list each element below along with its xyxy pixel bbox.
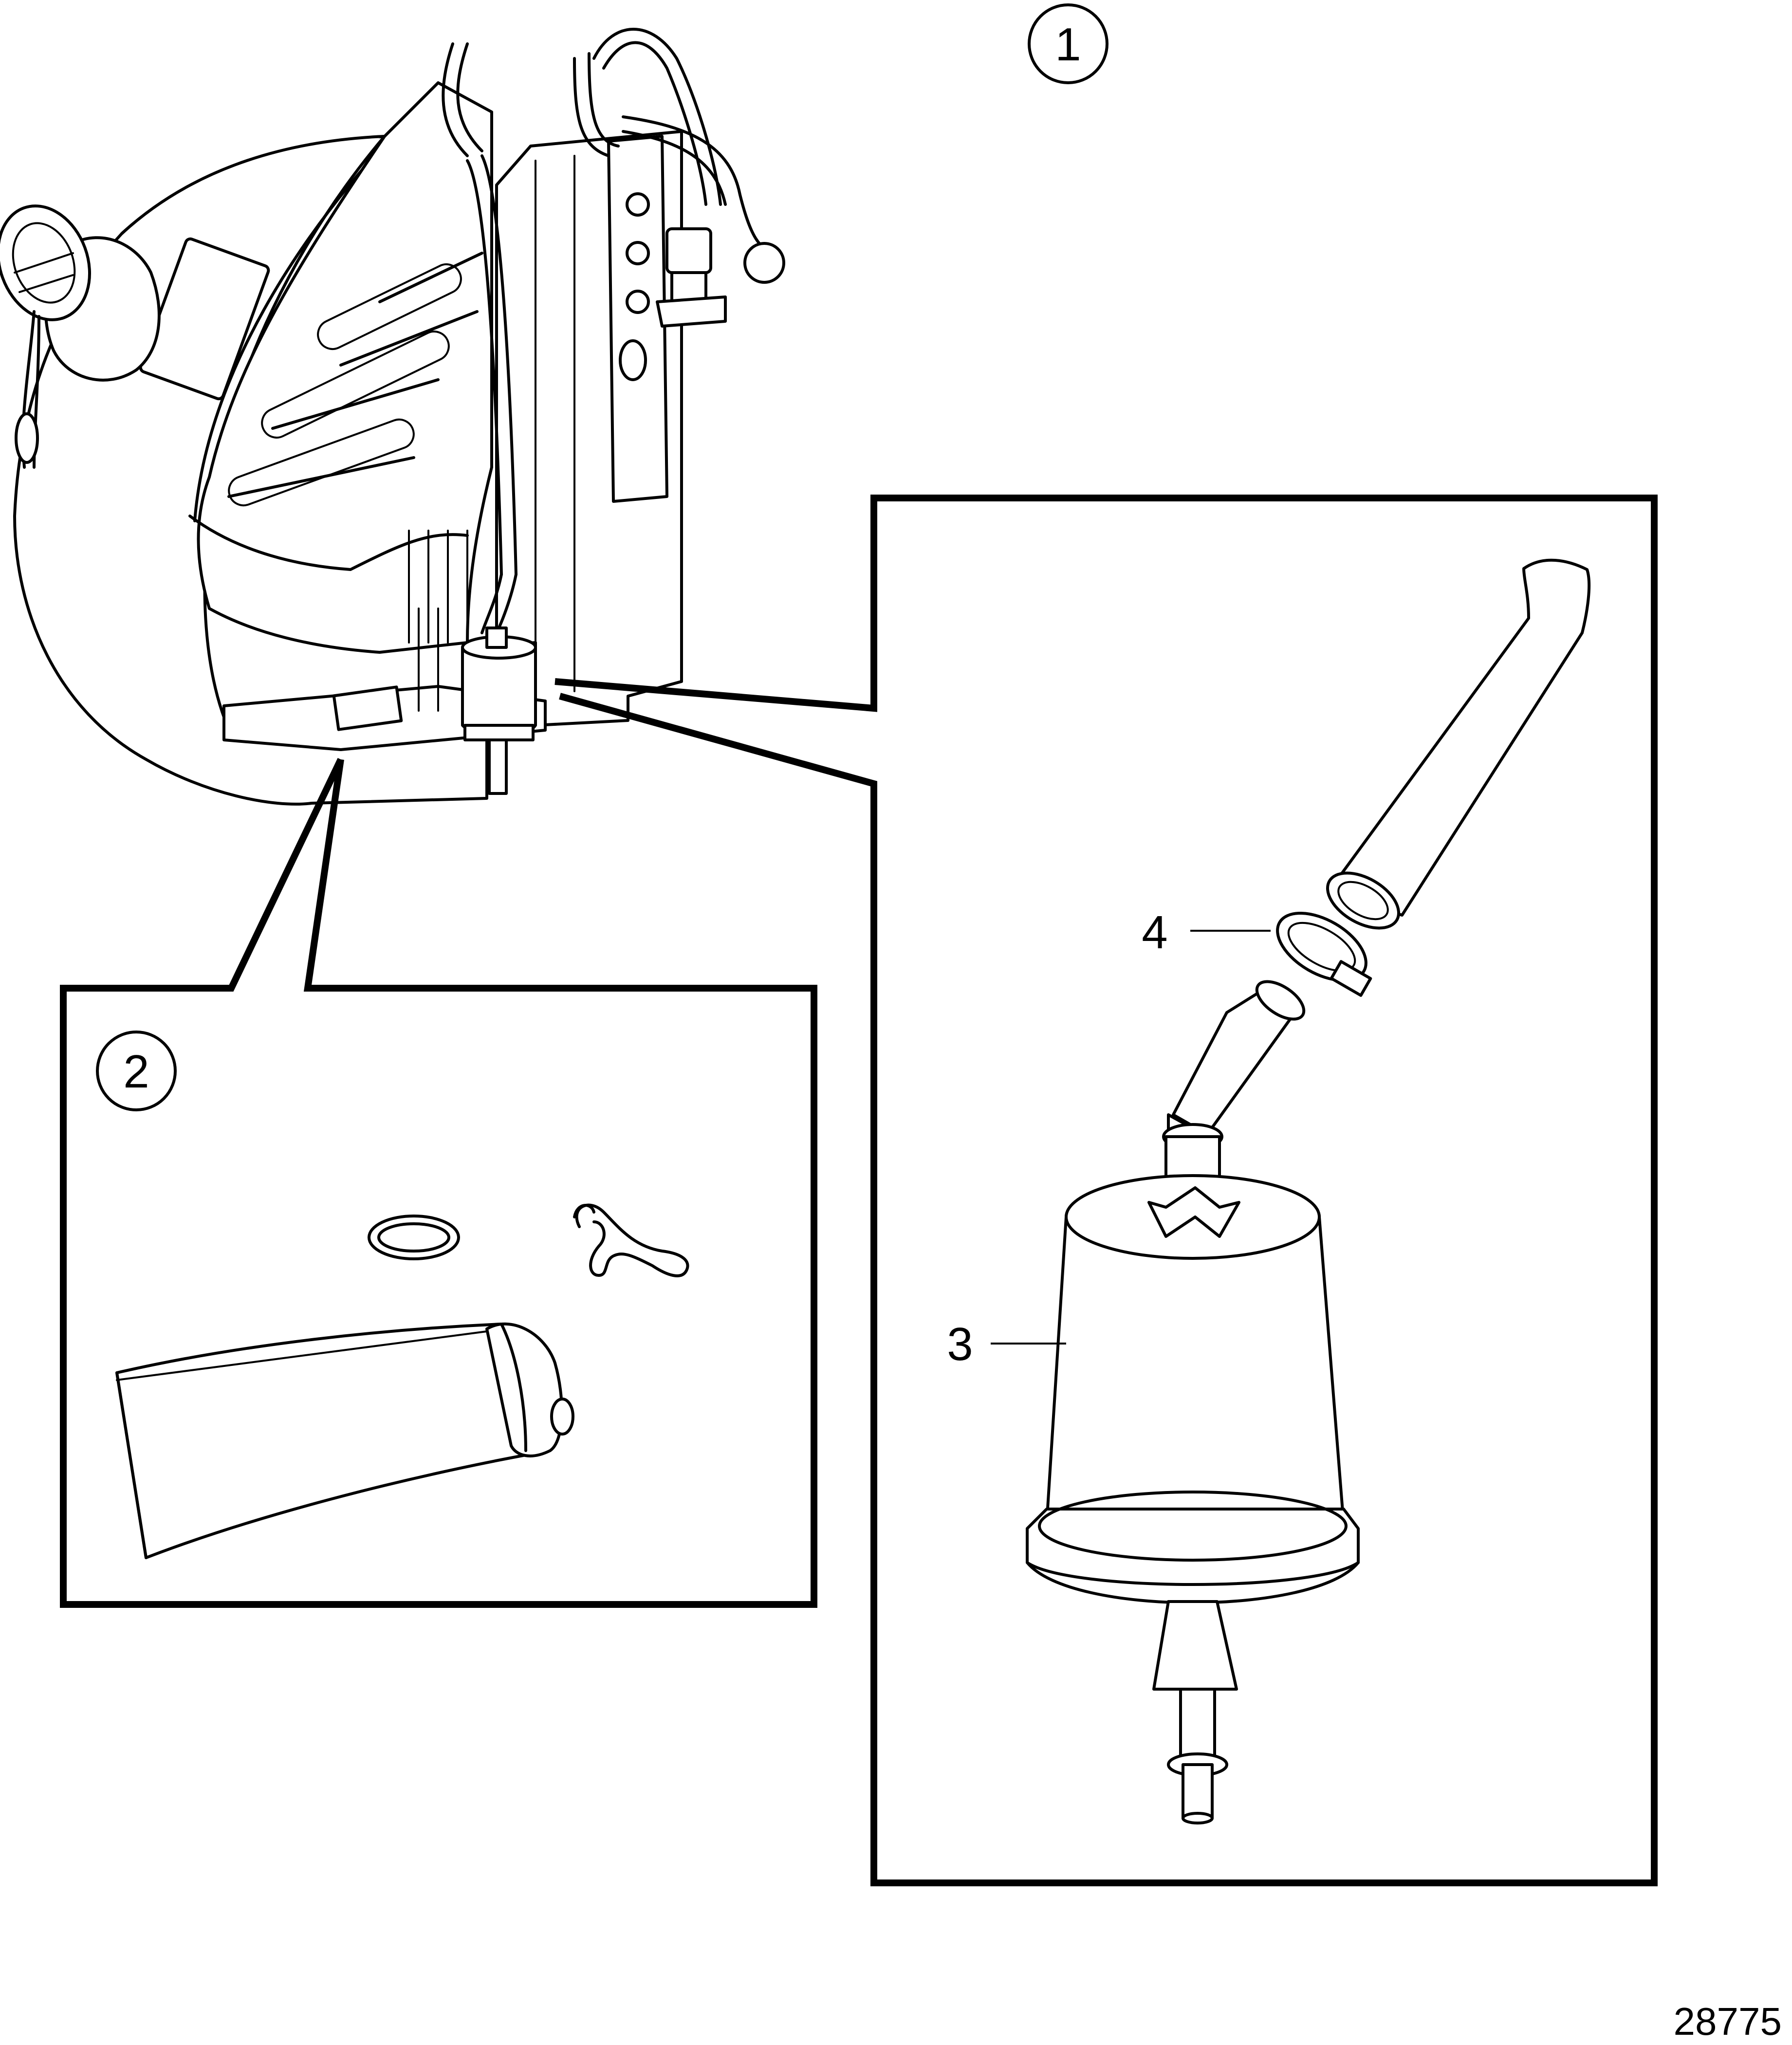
figure-number: 28775	[1674, 2000, 1782, 2043]
callout-3: 3	[947, 1318, 973, 1370]
callout-4: 4	[1142, 906, 1167, 958]
hose-clamp-icon	[1276, 911, 1372, 997]
heater-unit-icon	[0, 28, 785, 806]
callout-2: 2	[96, 1031, 177, 1111]
fuel-hose-icon	[1326, 558, 1591, 930]
fuel-filter-icon	[1026, 1135, 1360, 1824]
svg-text:1: 1	[1055, 18, 1081, 71]
o-ring-icon	[368, 1215, 460, 1260]
callout-1: 1	[1028, 3, 1108, 84]
svg-text:2: 2	[123, 1046, 149, 1098]
fuel-filter-detail	[991, 558, 1591, 1824]
filter-element-icon	[115, 1322, 574, 1559]
solenoid-valve-icon	[656, 227, 727, 328]
filter-kit-detail	[115, 1203, 689, 1559]
intake-cap-icon	[0, 204, 161, 469]
fuel-filter-small-icon	[461, 626, 537, 795]
retaining-clip-icon	[573, 1203, 689, 1277]
leader-to-detail-2	[60, 757, 817, 1608]
leader-to-detail-1	[554, 495, 1658, 1886]
